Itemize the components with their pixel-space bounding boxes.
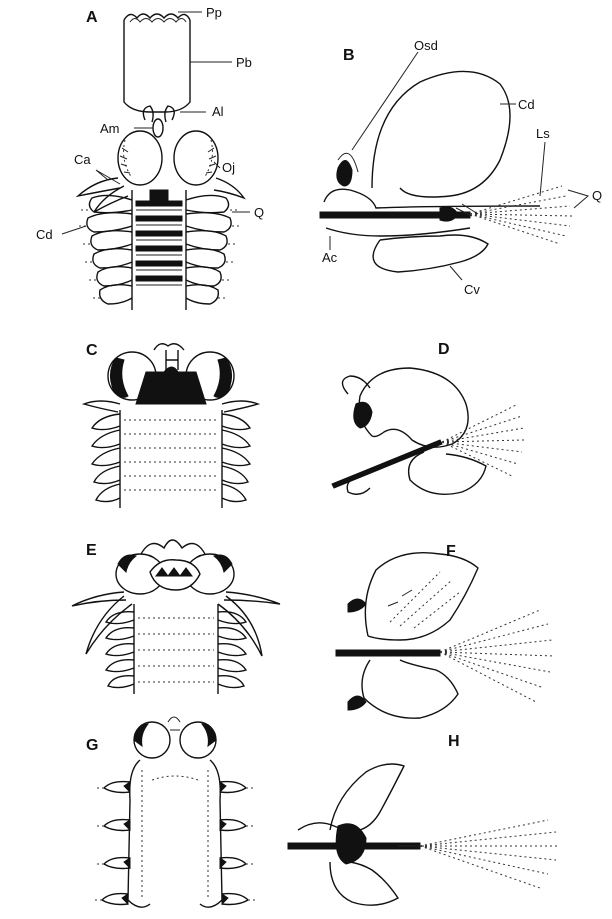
panel-g-worm-drawing <box>92 717 258 907</box>
label-osd: Osd <box>414 38 438 53</box>
panel-h: H <box>288 733 560 905</box>
panel-d-parapodium-drawing <box>332 368 524 494</box>
label-pb: Pb <box>236 55 252 70</box>
panel-b-letter: B <box>343 47 355 64</box>
panel-f-letter: F <box>446 543 456 560</box>
label-ca: Ca <box>74 152 91 167</box>
label-am: Am <box>100 121 120 136</box>
panel-g-letter: G <box>86 737 98 754</box>
panel-b: B Osd Cd Ls <box>320 38 602 297</box>
label-q-b: Q <box>592 188 602 203</box>
label-oj: Oj <box>222 160 235 175</box>
label-q: Q <box>254 205 264 220</box>
panel-e-worm-drawing <box>72 540 280 694</box>
panel-f-parapodium-drawing <box>336 553 554 718</box>
panel-b-parapodium-drawing <box>320 52 588 280</box>
panel-d-letter: D <box>438 341 450 358</box>
panel-c-letter: C <box>86 342 98 359</box>
panel-f: F <box>336 543 554 718</box>
panel-a-letter: A <box>86 9 98 26</box>
panel-h-letter: H <box>448 733 460 750</box>
panel-a: A <box>36 5 264 310</box>
panel-c: C <box>84 342 258 508</box>
label-cd: Cd <box>36 227 53 242</box>
panel-e-letter: E <box>86 542 97 559</box>
panel-h-parapodium-drawing <box>288 764 560 905</box>
label-al: Al <box>212 104 224 119</box>
label-ac: Ac <box>322 250 338 265</box>
label-pp: Pp <box>206 5 222 20</box>
label-cv: Cv <box>464 282 480 297</box>
panel-c-worm-drawing <box>84 344 258 508</box>
panel-e: E <box>72 540 280 694</box>
label-cd-b: Cd <box>518 97 535 112</box>
panel-d: D <box>332 341 524 494</box>
panel-g: G <box>86 717 258 907</box>
label-ls: Ls <box>536 126 550 141</box>
